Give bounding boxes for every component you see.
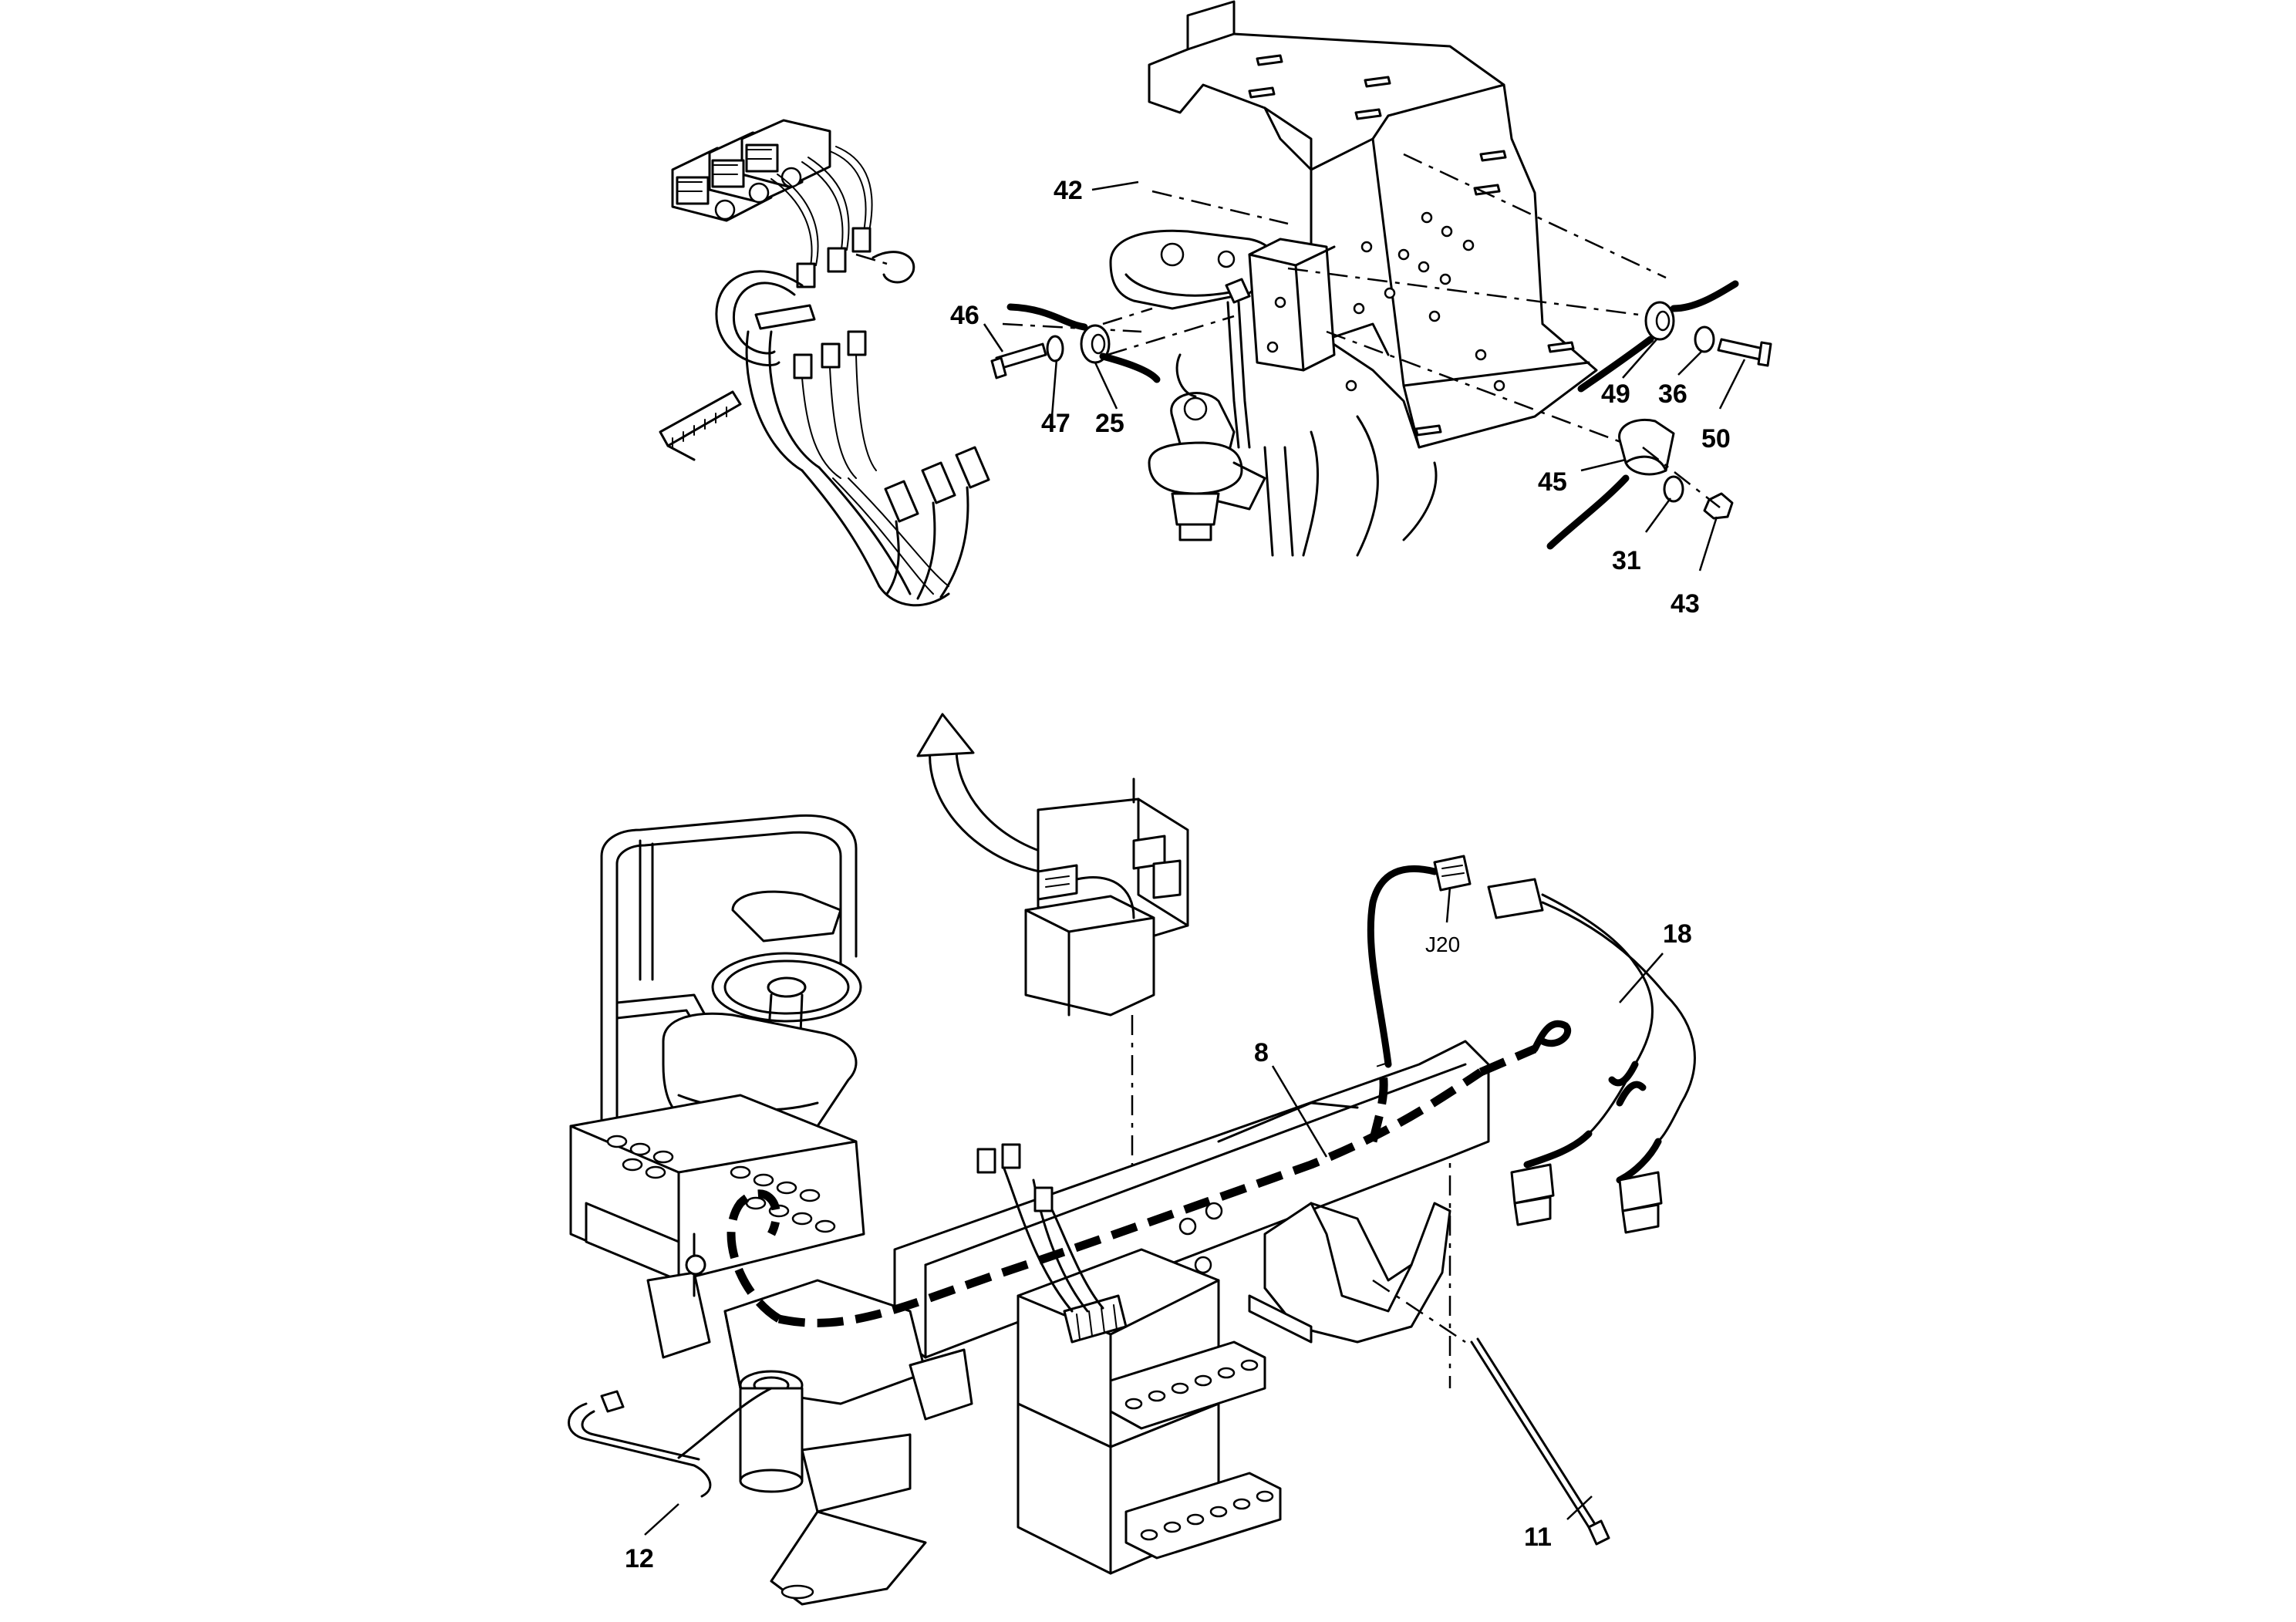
relay-terminal-block <box>976 1143 1128 1344</box>
steering-column <box>646 1233 711 1359</box>
battery-box <box>1024 777 1189 1017</box>
steering-wheel <box>711 890 862 1112</box>
right-fastener-set <box>1577 280 1772 393</box>
terminal-strip <box>659 390 742 461</box>
platform-holes <box>606 1135 836 1233</box>
callout-31: 31 <box>1612 546 1641 575</box>
saddle-bracket <box>1248 1202 1451 1344</box>
callout-47: 47 <box>1041 409 1070 438</box>
callout-j20: J20 <box>1425 932 1460 956</box>
callout-18: 18 <box>1663 919 1692 949</box>
cable-tie-11 <box>1470 1337 1610 1546</box>
callout-50: 50 <box>1701 424 1731 454</box>
solenoid-valve-detail <box>659 119 990 607</box>
valve-wires <box>770 146 873 271</box>
callout-labels: 42 46 47 25 49 36 50 45 31 43 18 J20 8 1… <box>625 176 1731 1573</box>
step-holes <box>1124 1359 1274 1541</box>
harness-18 <box>1367 855 1696 1234</box>
callout-arrow <box>916 713 1058 873</box>
callout-12: 12 <box>625 1544 654 1573</box>
articulation-hitch <box>723 1279 973 1606</box>
callout-25: 25 <box>1095 409 1124 438</box>
callout-43: 43 <box>1671 589 1700 619</box>
callout-45: 45 <box>1538 467 1567 497</box>
machine-chassis <box>568 713 1696 1606</box>
step-module <box>1017 1248 1282 1575</box>
callout-8: 8 <box>1254 1038 1269 1067</box>
callout-leaders <box>644 180 1746 1536</box>
clip-loop <box>872 251 915 284</box>
callout-36: 36 <box>1658 379 1687 409</box>
callout-11: 11 <box>1524 1523 1552 1552</box>
mounting-bracket <box>1148 0 1598 449</box>
valve-connectors <box>793 227 872 379</box>
lower-pump <box>1148 353 1266 541</box>
callout-42: 42 <box>1054 176 1083 205</box>
left-fastener-set <box>990 303 1161 383</box>
harness-loop <box>715 270 816 366</box>
callout-49: 49 <box>1601 379 1630 409</box>
clip-12 <box>568 1387 773 1498</box>
switch-45-set <box>1546 419 1734 550</box>
bracket-detail <box>990 0 1772 557</box>
wire-bundle <box>745 330 949 595</box>
callout-46: 46 <box>950 301 979 330</box>
operator-platform <box>569 1094 865 1282</box>
plug-connectors <box>878 446 990 607</box>
pressure-switch-housing <box>1109 229 1336 372</box>
